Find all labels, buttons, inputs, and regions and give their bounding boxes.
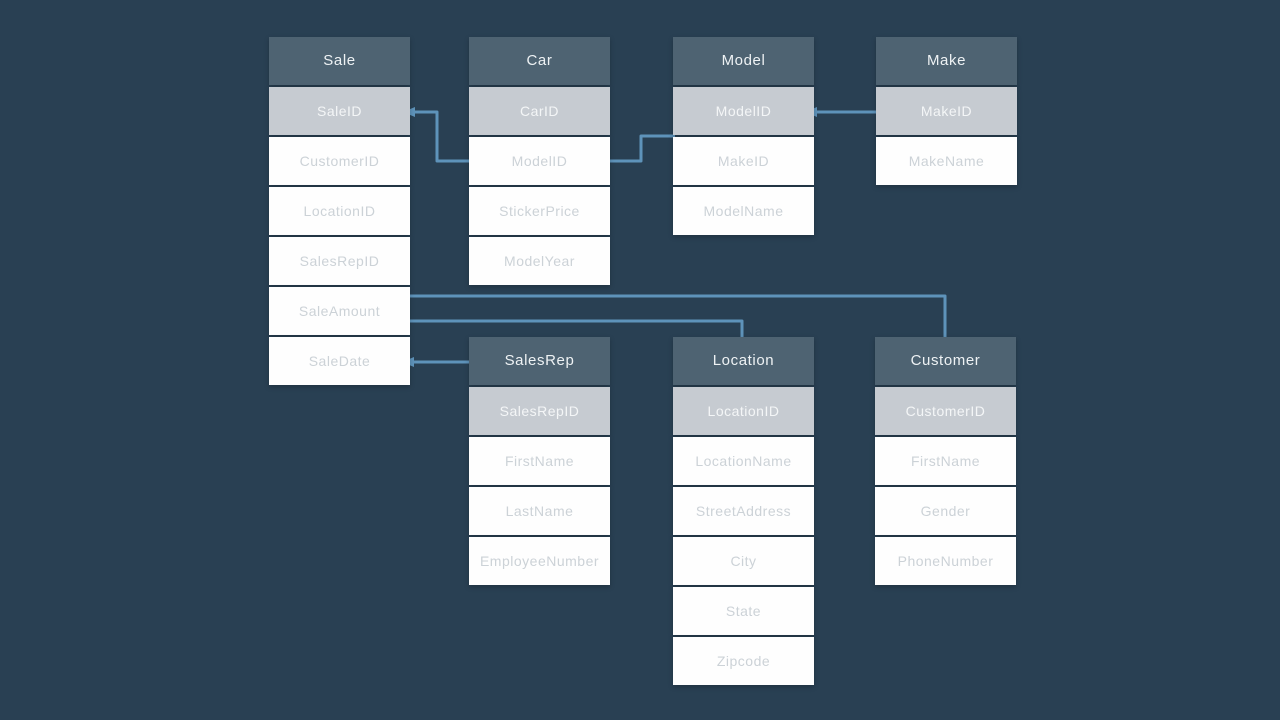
table-title: Car (469, 37, 610, 85)
table-row-field: FirstName (875, 437, 1016, 485)
table-row-field: LocationID (269, 187, 410, 235)
connector-sale-to-customer (410, 294, 947, 341)
table-title: Make (876, 37, 1017, 85)
table-row-field: SaleAmount (269, 287, 410, 335)
table-row-primary-key: CustomerID (875, 387, 1016, 435)
table-row-field: MakeName (876, 137, 1017, 185)
table-row-field: FirstName (469, 437, 610, 485)
table-row-field: City (673, 537, 814, 585)
table-row-field: PhoneNumber (875, 537, 1016, 585)
table-row-field: ModelYear (469, 237, 610, 285)
table-row-primary-key: LocationID (673, 387, 814, 435)
table-row-field: CustomerID (269, 137, 410, 185)
table-row-field: SaleDate (269, 337, 410, 385)
table-row-field: EmployeeNumber (469, 537, 610, 585)
table-title: Customer (875, 337, 1016, 385)
table-row-primary-key: MakeID (876, 87, 1017, 135)
table-row-field: ModelName (673, 187, 814, 235)
table-row-primary-key: SalesRepID (469, 387, 610, 435)
connector-car-modelid-to-model (609, 134, 675, 163)
table-row-field: StickerPrice (469, 187, 610, 235)
table-row-field: ModelID (469, 137, 610, 185)
connector-sale-saleid-to-car-modelid (410, 110, 471, 163)
table-row-field: LastName (469, 487, 610, 535)
table-row-field: SalesRepID (269, 237, 410, 285)
table-row-field: Gender (875, 487, 1016, 535)
table-row-field: LocationName (673, 437, 814, 485)
table-row-field: State (673, 587, 814, 635)
table-title: Sale (269, 37, 410, 85)
table-title: Model (673, 37, 814, 85)
table-row-field: MakeID (673, 137, 814, 185)
table-row-field: StreetAddress (673, 487, 814, 535)
table-row-field: Zipcode (673, 637, 814, 685)
table-title: Location (673, 337, 814, 385)
table-title: SalesRep (469, 337, 610, 385)
table-row-primary-key: ModelID (673, 87, 814, 135)
connector-sale-to-location (410, 319, 744, 341)
table-row-primary-key: CarID (469, 87, 610, 135)
table-row-primary-key: SaleID (269, 87, 410, 135)
